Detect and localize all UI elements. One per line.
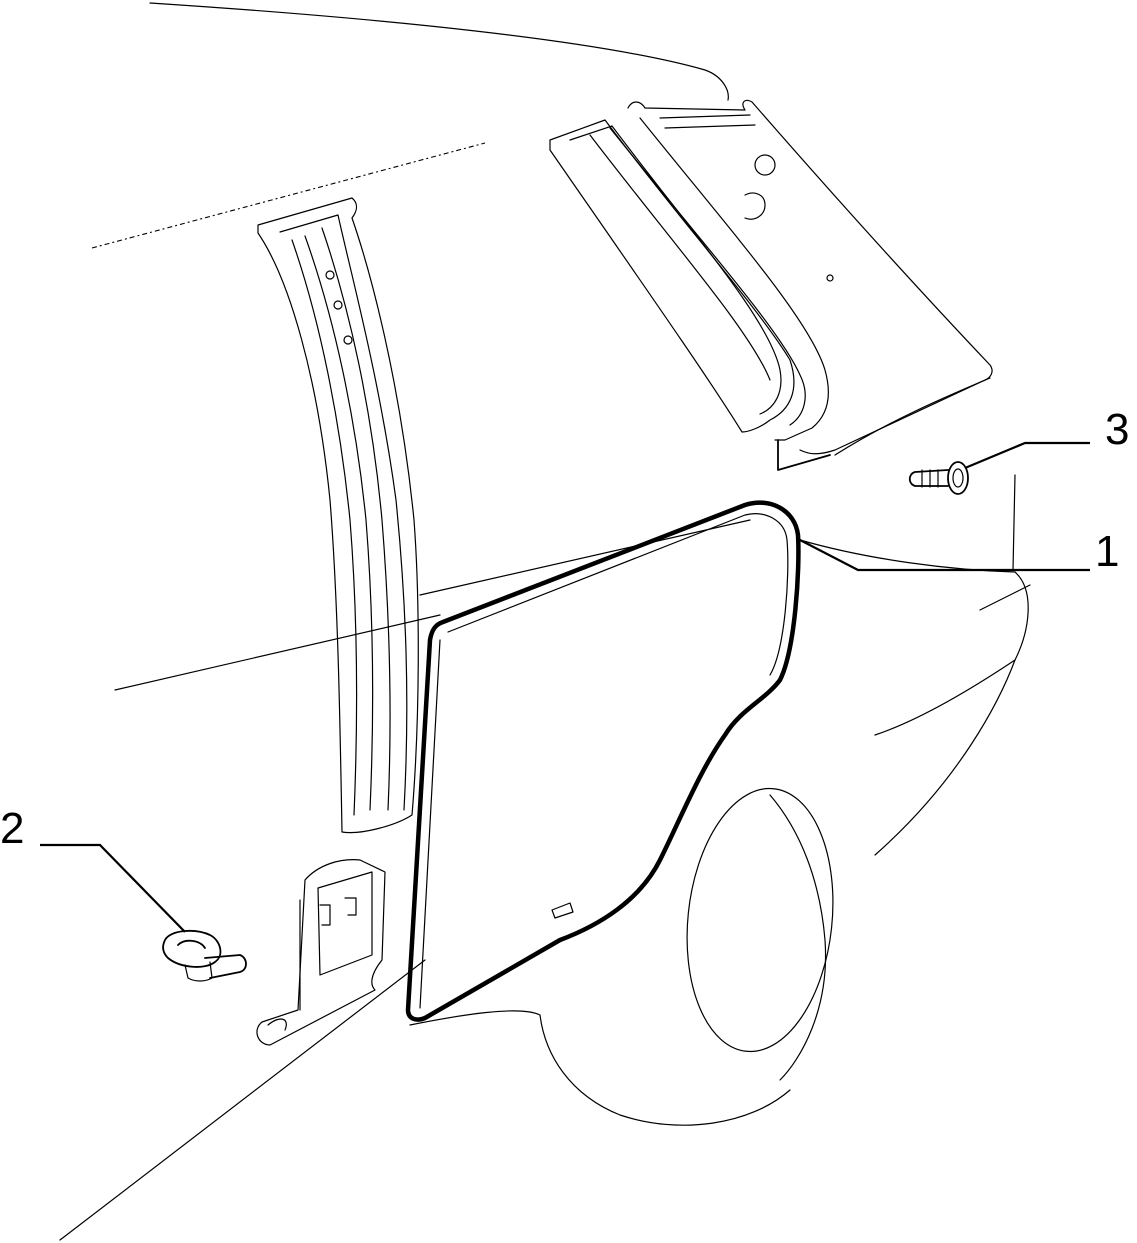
clip-part (162, 929, 247, 982)
leader-line-3 (964, 441, 1090, 470)
callout-number-1: 1 (1095, 527, 1120, 576)
callout-number-2: 2 (0, 804, 25, 853)
door-seal-part (405, 500, 801, 1022)
screw-part (908, 461, 969, 495)
c-pillar-trim (549, 99, 993, 471)
wheel-arch (686, 787, 834, 1081)
callout-number-3: 3 (1105, 405, 1130, 454)
lower-pillar-bracket (256, 859, 386, 1046)
leader-line-1 (799, 539, 1090, 572)
callout-leaders (40, 441, 1090, 933)
b-pillar-trim (257, 197, 419, 834)
leader-line-2 (40, 843, 186, 933)
car-body-outline (59, 2, 1031, 1241)
